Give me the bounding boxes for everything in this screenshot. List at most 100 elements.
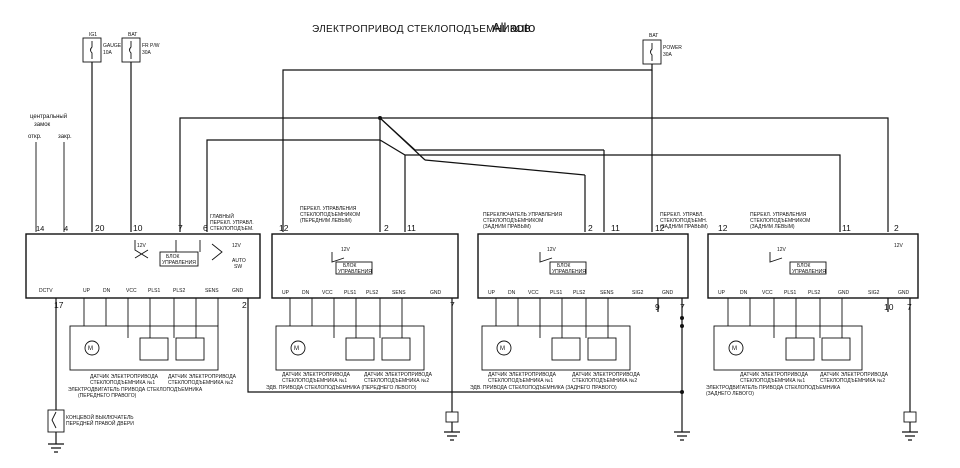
svg-text:11: 11	[611, 223, 620, 233]
svg-text:БЛОК: БЛОК	[343, 263, 356, 269]
svg-text:10A: 10A	[103, 50, 113, 56]
svg-text:(ЗАДНЕГО ЛЕВОГО): (ЗАДНЕГО ЛЕВОГО)	[706, 391, 754, 397]
svg-text:DN: DN	[740, 290, 748, 296]
svg-text:ПЕРЕКЛ. УПРАВЛЕНИЯ: ПЕРЕКЛ. УПРАВЛЕНИЯ	[300, 206, 357, 212]
svg-text:2: 2	[242, 300, 247, 310]
svg-text:GND: GND	[838, 290, 850, 296]
svg-text:СТЕКЛОПОДЪЕМНИКА №2: СТЕКЛОПОДЪЕМНИКА №2	[572, 378, 637, 384]
svg-text:БЛОК: БЛОК	[166, 254, 179, 260]
svg-text:POWER: POWER	[663, 45, 682, 51]
svg-text:10: 10	[133, 223, 143, 233]
svg-text:2: 2	[588, 223, 593, 233]
svg-text:GND: GND	[898, 290, 910, 296]
svg-text:ДАТЧИК ЭЛЕКТРОПРИВОДА: ДАТЧИК ЭЛЕКТРОПРИВОДА	[282, 372, 351, 378]
svg-text:4: 4	[64, 224, 68, 233]
svg-text:ДАТЧИК ЭЛЕКТРОПРИВОДА: ДАТЧИК ЭЛЕКТРОПРИВОДА	[168, 374, 237, 380]
ground-wires	[247, 298, 917, 432]
motor-assembly-front-left: M ДАТЧИК ЭЛЕКТРОПРИВОДА СТЕКЛОПОДЪЕМНИКА…	[266, 298, 433, 391]
svg-text:12V: 12V	[777, 247, 787, 253]
svg-text:PLS1: PLS1	[344, 290, 356, 296]
svg-text:M: M	[500, 346, 505, 352]
svg-text:СТЕКЛОПОДЪЕМН.: СТЕКЛОПОДЪЕМН.	[660, 218, 707, 224]
svg-text:PLS2: PLS2	[808, 290, 820, 296]
svg-text:УПРАВЛЕНИЯ: УПРАВЛЕНИЯ	[162, 260, 196, 266]
svg-text:BAT: BAT	[649, 33, 658, 39]
ground-icon	[48, 443, 64, 453]
rear-right-window-switch: ПЕРЕКЛЮЧАТЕЛЬ УПРАВЛЕНИЯ СТЕКЛОПОДЪЕМНИК…	[477, 212, 708, 328]
svg-text:6: 6	[203, 223, 208, 233]
svg-text:GAUGE: GAUGE	[103, 43, 122, 49]
svg-text:центральный: центральный	[30, 113, 67, 120]
svg-text:12V: 12V	[894, 243, 904, 249]
svg-text:GND: GND	[430, 290, 442, 296]
svg-text:DN: DN	[103, 288, 111, 294]
svg-text:СТЕКЛОПОДЪЕМНИКОМ: СТЕКЛОПОДЪЕМНИКОМ	[300, 212, 360, 218]
svg-text:ПЕРЕКЛ. УПРАВЛ.: ПЕРЕКЛ. УПРАВЛ.	[210, 220, 254, 226]
svg-text:SW: SW	[234, 264, 242, 270]
svg-text:PLS1: PLS1	[784, 290, 796, 296]
rear-left-window-switch: ПЕРЕКЛ. УПРАВЛЕНИЯ СТЕКЛОПОДЪЕМНИКОМ (ЗА…	[707, 212, 919, 312]
svg-text:PLS1: PLS1	[148, 288, 160, 294]
svg-text:12V: 12V	[232, 243, 242, 249]
svg-text:SENS: SENS	[392, 290, 406, 296]
svg-text:ГЛАВНЫЙ: ГЛАВНЫЙ	[210, 212, 234, 220]
svg-text:СТЕКЛОПОДЪЕМНИКА №2: СТЕКЛОПОДЪЕМНИКА №2	[168, 380, 233, 386]
svg-text:БЛОК: БЛОК	[797, 263, 810, 269]
bus-wires	[91, 62, 889, 232]
svg-text:12: 12	[718, 223, 728, 233]
svg-text:PLS2: PLS2	[173, 288, 185, 294]
ground-icon	[444, 431, 460, 441]
svg-text:СТЕКЛОПОДЪЕМНИКА №2: СТЕКЛОПОДЪЕМНИКА №2	[820, 378, 885, 384]
svg-text:ДАТЧИК ЭЛЕКТРОПРИВОДА: ДАТЧИК ЭЛЕКТРОПРИВОДА	[820, 372, 889, 378]
svg-text:СТЕКЛОПОДЪЕМНИКА №1: СТЕКЛОПОДЪЕМНИКА №1	[488, 378, 553, 384]
svg-text:10: 10	[884, 302, 894, 312]
svg-text:ДАТЧИК ЭЛЕКТРОПРИВОДА: ДАТЧИК ЭЛЕКТРОПРИВОДА	[488, 372, 557, 378]
svg-text:2: 2	[894, 223, 899, 233]
svg-text:ПЕРЕКЛ. УПРАВЛ.: ПЕРЕКЛ. УПРАВЛ.	[660, 212, 704, 218]
svg-text:ДАТЧИК ЭЛЕКТРОПРИВОДА: ДАТЧИК ЭЛЕКТРОПРИВОДА	[364, 372, 433, 378]
svg-text:17: 17	[54, 300, 64, 310]
svg-text:КОНЦЕВОЙ ВЫКЛЮЧАТЕЛЬ: КОНЦЕВОЙ ВЫКЛЮЧАТЕЛЬ	[66, 413, 134, 421]
svg-text:20: 20	[95, 223, 105, 233]
svg-text:UP: UP	[718, 290, 726, 296]
svg-text:СТЕКЛОПОДЪЕМНИКА №1: СТЕКЛОПОДЪЕМНИКА №1	[740, 378, 805, 384]
svg-text:(ПЕРЕДНЕГО ПРАВОГО): (ПЕРЕДНЕГО ПРАВОГО)	[78, 393, 137, 399]
svg-text:откр.: откр.	[28, 134, 42, 140]
fuse-gauge: IG1 GAUGE 10A	[82, 32, 122, 63]
svg-text:M: M	[294, 346, 299, 352]
svg-text:IG1: IG1	[89, 32, 97, 38]
front-left-window-switch: ПЕРЕКЛ. УПРАВЛЕНИЯ СТЕКЛОПОДЪЕМНИКОМ (ПЕ…	[271, 206, 459, 310]
front-right-door-switch: КОНЦЕВОЙ ВЫКЛЮЧАТЕЛЬ ПЕРЕДНЕЙ ПРАВОЙ ДВЕ…	[47, 298, 134, 444]
svg-text:SIG2: SIG2	[868, 290, 880, 296]
motor-assembly-rear-right: M ДАТЧИК ЭЛЕКТРОПРИВОДА СТЕКЛОПОДЪЕМНИКА…	[470, 298, 641, 391]
svg-text:DN: DN	[302, 290, 310, 296]
svg-text:БЛОК: БЛОК	[557, 263, 570, 269]
svg-text:СТЕКЛОПОДЪЕМНИКОМ: СТЕКЛОПОДЪЕМНИКОМ	[483, 218, 543, 224]
svg-text:11: 11	[842, 223, 851, 233]
main-window-switch: 14 4 20 10 7 6 ГЛАВНЫЙ ПЕРЕКЛ. УПРАВЛ. С…	[25, 212, 261, 310]
svg-text:PLS2: PLS2	[366, 290, 378, 296]
diagram-title-suffix: All auto	[492, 20, 535, 35]
svg-text:BAT: BAT	[128, 32, 137, 38]
fuse-fr-pw: BAT FR P/W 30A	[121, 32, 160, 63]
svg-text:7: 7	[178, 223, 183, 233]
svg-text:ДАТЧИК ЭЛЕКТРОПРИВОДА: ДАТЧИК ЭЛЕКТРОПРИВОДА	[740, 372, 809, 378]
svg-text:УПРАВЛЕНИЯ: УПРАВЛЕНИЯ	[338, 269, 372, 275]
svg-text:UP: UP	[488, 290, 496, 296]
svg-text:12: 12	[655, 223, 665, 233]
svg-text:SENS: SENS	[205, 288, 219, 294]
svg-text:СТЕКЛОПОДЪЕМНИКА №2: СТЕКЛОПОДЪЕМНИКА №2	[364, 378, 429, 384]
svg-text:30A: 30A	[142, 50, 152, 56]
svg-text:12V: 12V	[137, 243, 147, 249]
ground-icon	[674, 431, 690, 441]
svg-text:UP: UP	[282, 290, 290, 296]
svg-text:(ЗАДНИМ ПРАВЫМ): (ЗАДНИМ ПРАВЫМ)	[483, 224, 531, 230]
svg-text:UP: UP	[83, 288, 91, 294]
svg-text:(ЗАДНИМ ЛЕВЫМ): (ЗАДНИМ ЛЕВЫМ)	[750, 224, 795, 230]
svg-text:VCC: VCC	[528, 290, 539, 296]
svg-text:ЭЛЕКТРОДВИГАТЕЛЬ ПРИВОДА СТЕКЛ: ЭЛЕКТРОДВИГАТЕЛЬ ПРИВОДА СТЕКЛОПОДЪЕМНИК…	[706, 385, 841, 391]
central-lock-label: центральный замок откр. закр.	[28, 113, 72, 232]
svg-text:30A: 30A	[663, 52, 673, 58]
svg-text:ПЕРЕКЛ. УПРАВЛЕНИЯ: ПЕРЕКЛ. УПРАВЛЕНИЯ	[750, 212, 807, 218]
